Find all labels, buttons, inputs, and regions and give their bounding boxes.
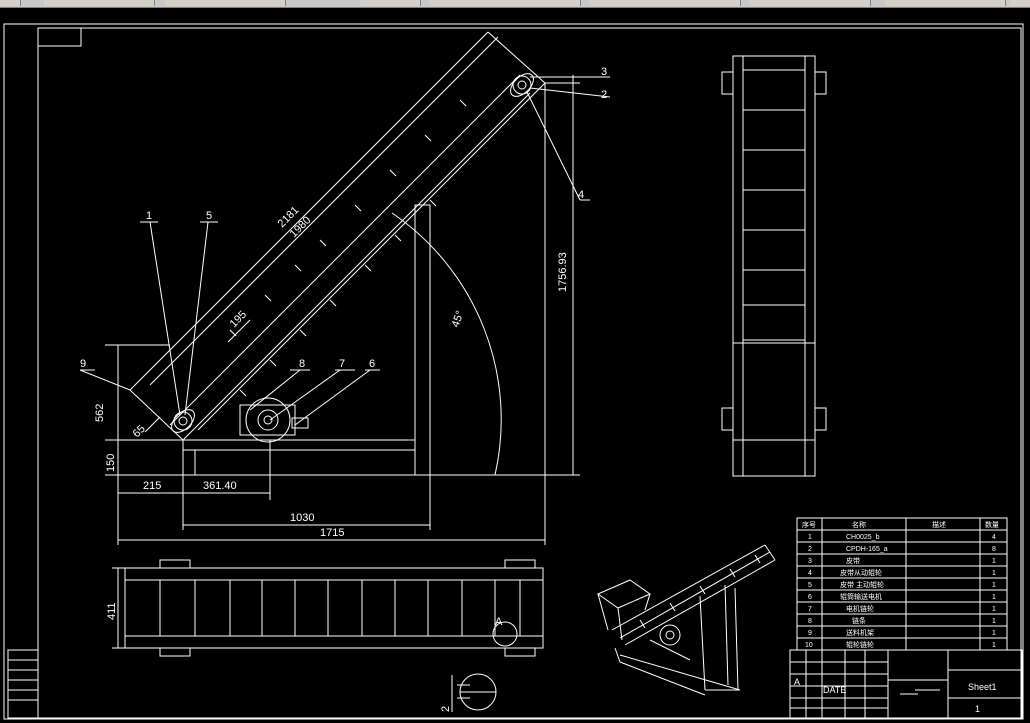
bom-row-no: 7 bbox=[808, 606, 812, 613]
balloon-5: 5 bbox=[206, 210, 212, 222]
bom-row-name: 辊轮链轮 bbox=[846, 640, 874, 649]
bom-header-qty: 数量 bbox=[985, 520, 999, 529]
bom-texts: 序号 名称 描述 数量 1 CH0025_b 4 2 CPDH-165_a 8 … bbox=[802, 520, 999, 649]
bom-row-name: 链条 bbox=[852, 616, 866, 625]
toolbar-button[interactable] bbox=[165, 0, 286, 6]
dim-radius: 2 bbox=[440, 706, 452, 712]
detail-symbol bbox=[451, 673, 497, 712]
bom-row-name: 皮带 bbox=[846, 556, 860, 565]
title-sheet: Sheet1 bbox=[968, 682, 997, 692]
toolbar-button[interactable] bbox=[430, 0, 581, 6]
bom-row-no: 2 bbox=[808, 546, 812, 553]
toolbar-button[interactable] bbox=[590, 0, 741, 6]
bom-row-qty: 8 bbox=[992, 546, 996, 553]
bom-row-name: CH0025_b bbox=[846, 534, 880, 541]
title-date: DATE bbox=[823, 685, 846, 695]
title-rev: A bbox=[794, 677, 800, 687]
balloon-4: 4 bbox=[578, 189, 584, 201]
balloon-7: 7 bbox=[339, 358, 345, 370]
bom-row-name: 电机链轮 bbox=[846, 604, 874, 613]
dim-215: 215 bbox=[143, 480, 161, 492]
bom-row-no: 1 bbox=[808, 534, 812, 541]
bom-row-no: 8 bbox=[808, 618, 812, 625]
toolbar bbox=[0, 0, 1030, 8]
toolbar-button[interactable] bbox=[0, 0, 21, 6]
bom-row-no: 9 bbox=[808, 630, 812, 637]
isometric-view bbox=[596, 544, 776, 696]
dim-1715: 1715 bbox=[320, 527, 344, 539]
side-view bbox=[721, 55, 827, 477]
balloon-leaders bbox=[79, 76, 611, 426]
dim-195: 195 bbox=[228, 309, 249, 330]
bom-row-no: 5 bbox=[808, 582, 812, 589]
dim-angle: 45° bbox=[450, 309, 467, 329]
left-revision-strip bbox=[7, 649, 39, 719]
bom-row-name: 皮带 主动辊轮 bbox=[840, 580, 884, 589]
bom-row-name: CPDH-165_a bbox=[846, 546, 888, 553]
bom-header-desc: 描述 bbox=[932, 520, 946, 529]
title-sheet-no: 1 bbox=[975, 704, 980, 714]
bom-row-name: 辊筒输送电机 bbox=[840, 592, 882, 601]
title-block-texts: A DATE Sheet1 1 bbox=[794, 677, 997, 714]
bom-row-qty: 1 bbox=[992, 642, 996, 649]
balloon-1: 1 bbox=[146, 210, 152, 222]
dim-411: 411 bbox=[106, 602, 118, 620]
balloon-texts: 1 5 9 8 7 6 3 2 4 A bbox=[80, 66, 607, 628]
outer-border bbox=[3, 23, 1024, 720]
toolbar-button[interactable] bbox=[885, 0, 1006, 6]
detail-label: A bbox=[495, 616, 503, 628]
bom-row-qty: 1 bbox=[992, 594, 996, 601]
inner-border bbox=[37, 27, 1022, 719]
bom-row-qty: 1 bbox=[992, 558, 996, 565]
dim-1030: 1030 bbox=[290, 512, 314, 524]
bom-header-no: 序号 bbox=[802, 520, 816, 529]
corner-box bbox=[37, 27, 82, 47]
bom-row-qty: 1 bbox=[992, 582, 996, 589]
bom-row-name: 皮带从动辊轮 bbox=[840, 568, 882, 577]
bom-table bbox=[796, 517, 1008, 651]
bom-row-qty: 1 bbox=[992, 570, 996, 577]
dim-562: 562 bbox=[94, 404, 106, 422]
bom-row-qty: 1 bbox=[992, 618, 996, 625]
bom-row-no: 4 bbox=[808, 570, 812, 577]
dimension-texts: 2181 1980 1756.93 45° 195 65 562 150 215… bbox=[94, 204, 569, 712]
toolbar-button[interactable] bbox=[44, 0, 155, 6]
balloon-6: 6 bbox=[369, 358, 375, 370]
elevation-view bbox=[129, 31, 546, 476]
balloon-3: 3 bbox=[601, 66, 607, 78]
toolbar-button[interactable] bbox=[360, 0, 421, 6]
bom-row-qty: 1 bbox=[992, 630, 996, 637]
plan-view bbox=[112, 559, 544, 657]
balloon-8: 8 bbox=[299, 358, 305, 370]
balloon-2: 2 bbox=[601, 89, 607, 101]
cad-drawing-canvas[interactable]: 2181 1980 1756.93 45° 195 65 562 150 215… bbox=[0, 7, 1030, 723]
bom-header-name: 名称 bbox=[852, 520, 866, 529]
bom-row-name: 送料机架 bbox=[846, 628, 874, 637]
dim-150: 150 bbox=[105, 454, 117, 472]
balloon-9: 9 bbox=[80, 358, 86, 370]
bom-row-no: 6 bbox=[808, 594, 812, 601]
dim-65: 65 bbox=[131, 423, 148, 440]
toolbar-button[interactable] bbox=[1010, 0, 1030, 6]
dimension-lines bbox=[105, 75, 580, 545]
dim-1756: 1756.93 bbox=[557, 252, 569, 292]
bom-row-no: 3 bbox=[808, 558, 812, 565]
bom-row-no: 10 bbox=[805, 642, 813, 649]
toolbar-button[interactable] bbox=[750, 0, 871, 6]
bom-row-qty: 1 bbox=[992, 606, 996, 613]
title-block bbox=[789, 649, 1023, 719]
bom-row-qty: 4 bbox=[992, 534, 996, 541]
dim-361: 361.40 bbox=[203, 480, 237, 492]
